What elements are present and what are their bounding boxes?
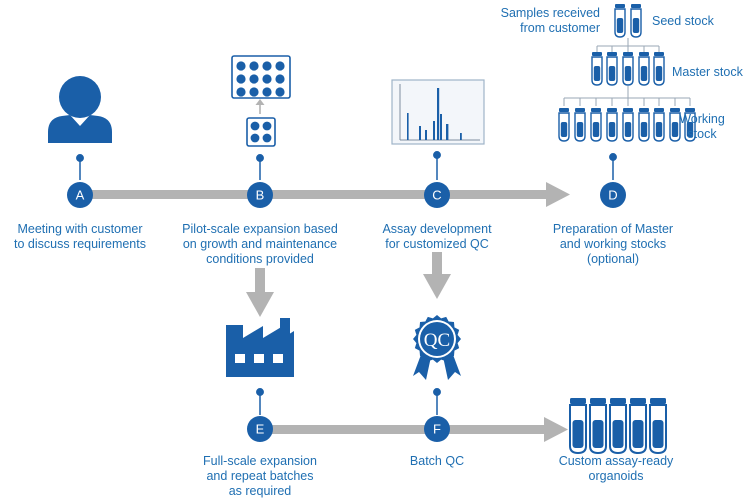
seed-stock-label: Seed stock [652, 14, 714, 28]
step-e-label: Full-scale expansion and repeat batches … [195, 454, 325, 499]
step-c-label-line: for customized QC [385, 237, 489, 251]
step-letter-f: F [433, 422, 441, 437]
step-node-b: B [247, 182, 273, 208]
step-e-label-line: as required [228, 484, 292, 498]
samples-received-label-line: Samples received [500, 6, 600, 20]
qc-badge-text: QC [424, 330, 450, 351]
connector-stems [76, 151, 617, 415]
working-stock-label: Working stock [678, 112, 726, 142]
working-stock-label-line: Working [679, 112, 725, 126]
step-d-label-line: and working stocks [559, 237, 667, 251]
step-c-label-line: Assay development [382, 222, 492, 236]
step-letter-c: C [432, 188, 441, 203]
step-letter-a: A [76, 188, 85, 203]
step-f-label-line: Batch QC [409, 454, 465, 468]
down-arrow-b-to-e [246, 268, 274, 317]
step-letter-b: B [256, 188, 265, 203]
step-letter-d: D [608, 188, 617, 203]
small-well-plate-icon [246, 117, 276, 147]
step-node-d: D [600, 182, 626, 208]
step-letter-e: E [256, 422, 265, 437]
step-b-label-line: conditions provided [206, 252, 314, 266]
step-b-label: Pilot-scale expansion based on growth an… [180, 222, 340, 267]
well-plate-icon [231, 55, 291, 99]
top-flow-arrowhead [546, 182, 570, 207]
top-flow-line [82, 182, 570, 207]
down-arrow-c-to-f [423, 252, 451, 299]
cell-bank-icon [558, 3, 696, 142]
step-f-label: Batch QC [387, 454, 487, 469]
step-e-label-line: and repeat batches [206, 469, 314, 483]
step-node-c: C [424, 182, 450, 208]
final-product-label-line: Custom assay-ready [558, 454, 674, 468]
step-node-a: A [67, 182, 93, 208]
chromatogram-icon [391, 79, 485, 145]
step-c-label: Assay development for customized QC [372, 222, 502, 252]
final-product-label-line: organoids [588, 469, 644, 483]
up-arrow-small-icon [255, 99, 265, 114]
qc-badge-icon: QC [413, 315, 461, 380]
step-b-label-line: Pilot-scale expansion based [182, 222, 338, 236]
step-node-f: F [424, 416, 450, 442]
step-d-label-line: Preparation of Master [552, 222, 674, 236]
factory-icon [226, 318, 294, 377]
person-icon [48, 76, 112, 143]
working-stock-label-line: stock [687, 127, 717, 141]
step-node-e: E [247, 416, 273, 442]
bottom-flow-arrowhead [544, 417, 568, 442]
organoid-tubes-icon [569, 397, 667, 454]
bottom-flow-line [262, 417, 568, 442]
step-e-label-line: Full-scale expansion [203, 454, 317, 468]
step-a-label-line: Meeting with customer [17, 222, 143, 236]
samples-received-label-line: from customer [520, 21, 600, 35]
master-stock-label: Master stock [672, 65, 743, 79]
step-b-label-line: on growth and maintenance [182, 237, 338, 251]
final-product-label: Custom assay-ready organoids [546, 454, 686, 484]
step-d-label-line: (optional) [586, 252, 640, 266]
step-a-label-line: to discuss requirements [13, 237, 146, 251]
samples-received-label: Samples received from customer [480, 6, 600, 36]
step-a-label: Meeting with customer to discuss require… [10, 222, 150, 252]
step-d-label: Preparation of Master and working stocks… [548, 222, 678, 267]
